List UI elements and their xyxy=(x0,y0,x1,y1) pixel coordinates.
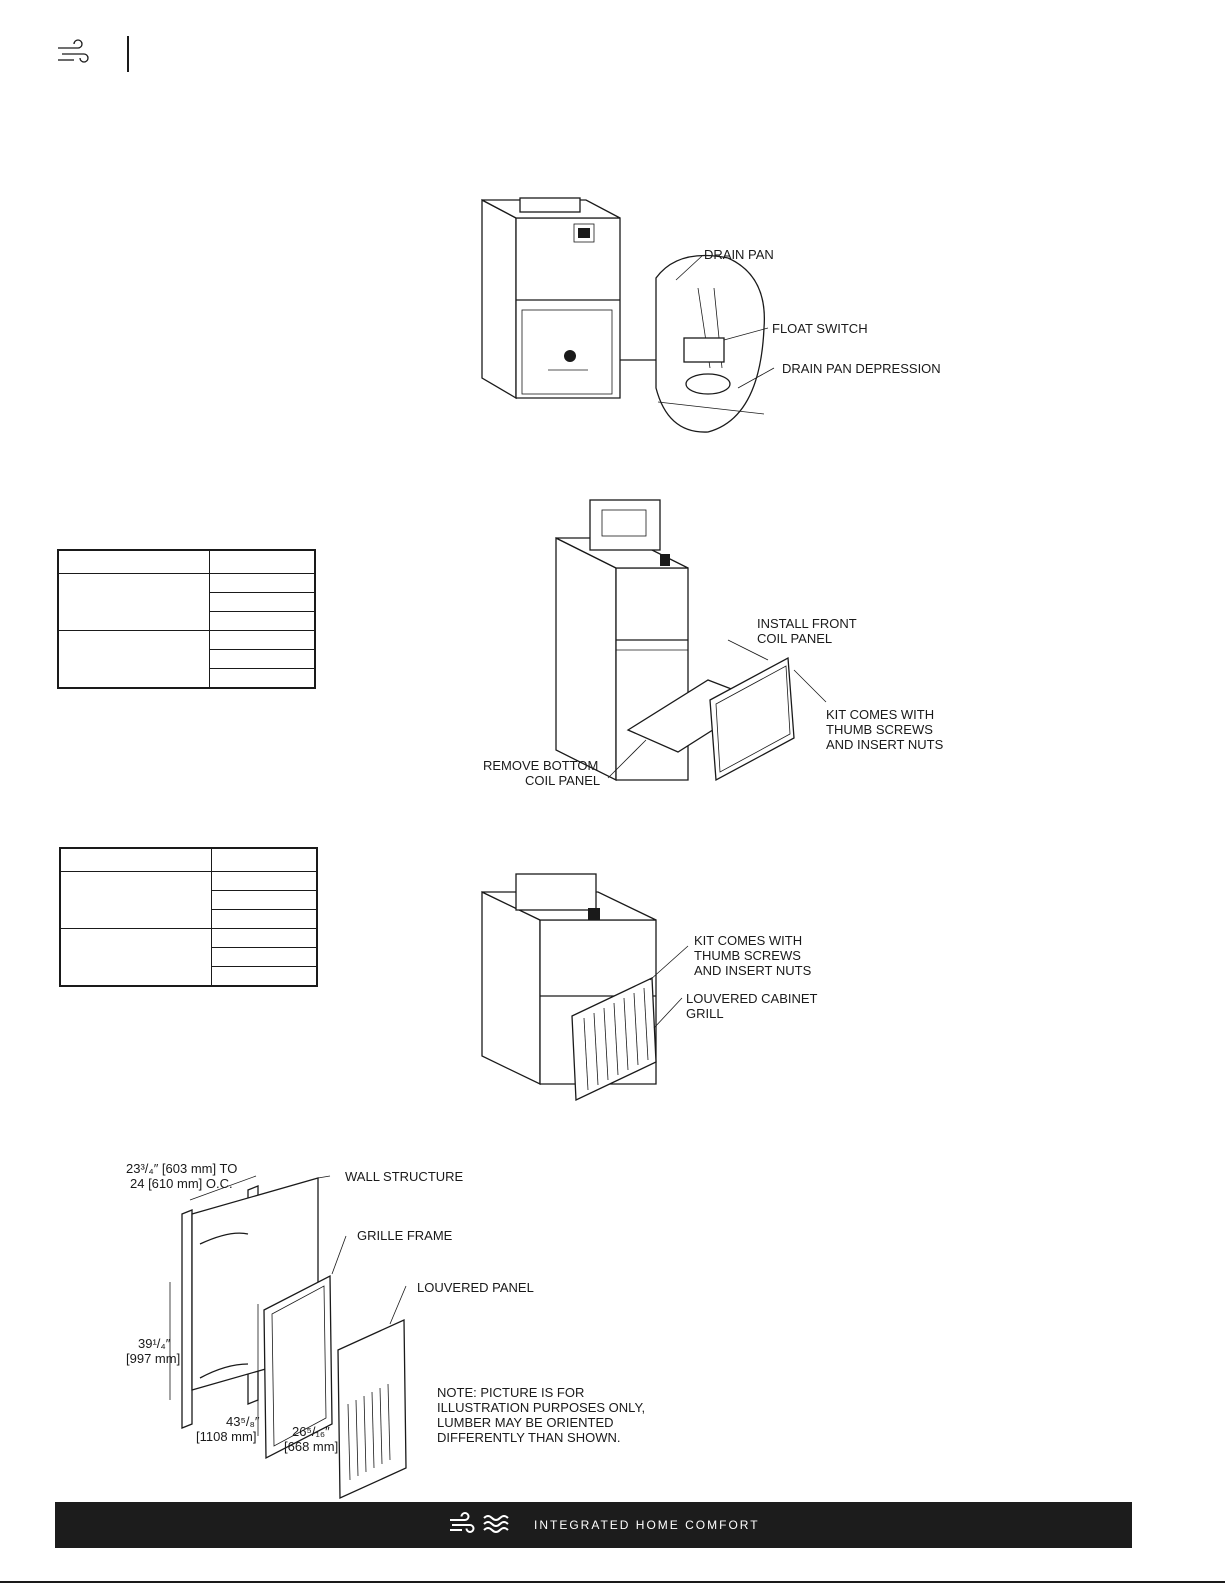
footer-band xyxy=(55,1502,1132,1548)
note-line-3: LUMBER MAY BE ORIENTED xyxy=(437,1415,614,1430)
height-dim-label-1: 39¹/₄″ xyxy=(138,1336,171,1351)
frame-width-label-1: 26⁵/₁₆″ xyxy=(292,1424,330,1439)
wind-icon xyxy=(450,1512,475,1533)
grill-kit-label-2: THUMB SCREWS xyxy=(694,948,801,963)
float-switch-label: FLOAT SWITCH xyxy=(772,321,868,336)
drain-pan-depression-label: DRAIN PAN DEPRESSION xyxy=(782,361,941,376)
header-divider xyxy=(127,36,129,72)
wall-install-illustration xyxy=(169,1175,407,1500)
spec-table-2 xyxy=(59,847,318,987)
grille-frame-label: GRILLE FRAME xyxy=(357,1228,453,1243)
stud-dim-label-2: 24 [610 mm] O.C. xyxy=(130,1176,233,1191)
footer-tagline: INTEGRATED HOME COMFORT xyxy=(534,1518,760,1532)
drain-pan-label: DRAIN PAN xyxy=(704,247,774,262)
frame-height-label-1: 43⁵/₈″ xyxy=(226,1414,260,1429)
remove-bottom-label-2: COIL PANEL xyxy=(525,773,601,788)
note-line-1: NOTE: PICTURE IS FOR xyxy=(437,1385,585,1400)
install-front-label-2: COIL PANEL xyxy=(757,631,833,646)
coil-panel-illustration xyxy=(555,499,827,782)
louvered-cabinet-grill-label-1: LOUVERED CABINET xyxy=(686,991,818,1006)
page-bottom-rule xyxy=(0,1581,1225,1583)
note-line-2: ILLUSTRATION PURPOSES ONLY, xyxy=(437,1400,646,1415)
kit-label-1: KIT COMES WITH xyxy=(826,707,935,722)
grill-kit-label-1: KIT COMES WITH xyxy=(694,933,803,948)
louvered-panel-label: LOUVERED PANEL xyxy=(417,1280,534,1295)
stud-dim-label-1: 23³/₄″ [603 mm] TO xyxy=(126,1161,238,1176)
remove-bottom-label-1: REMOVE BOTTOM xyxy=(483,758,599,773)
kit-label-2: THUMB SCREWS xyxy=(826,722,933,737)
louvered-grill-illustration xyxy=(481,873,689,1102)
air-handler-illustration xyxy=(481,197,775,433)
wall-structure-label: WALL STRUCTURE xyxy=(345,1169,464,1184)
louvered-cabinet-grill-label-2: GRILL xyxy=(686,1006,724,1021)
spec-table-1 xyxy=(57,549,316,689)
frame-height-label-2: [1108 mm] xyxy=(196,1429,257,1444)
kit-label-3: AND INSERT NUTS xyxy=(826,737,944,752)
wind-icon xyxy=(58,39,89,63)
frame-width-label-2: [668 mm] xyxy=(284,1439,339,1454)
install-front-label-1: INSTALL FRONT xyxy=(757,616,857,631)
note-line-4: DIFFERENTLY THAN SHOWN. xyxy=(437,1430,621,1445)
water-waves-icon xyxy=(483,1515,509,1533)
grill-kit-label-3: AND INSERT NUTS xyxy=(694,963,812,978)
height-dim-label-2: [997 mm] xyxy=(126,1351,181,1366)
